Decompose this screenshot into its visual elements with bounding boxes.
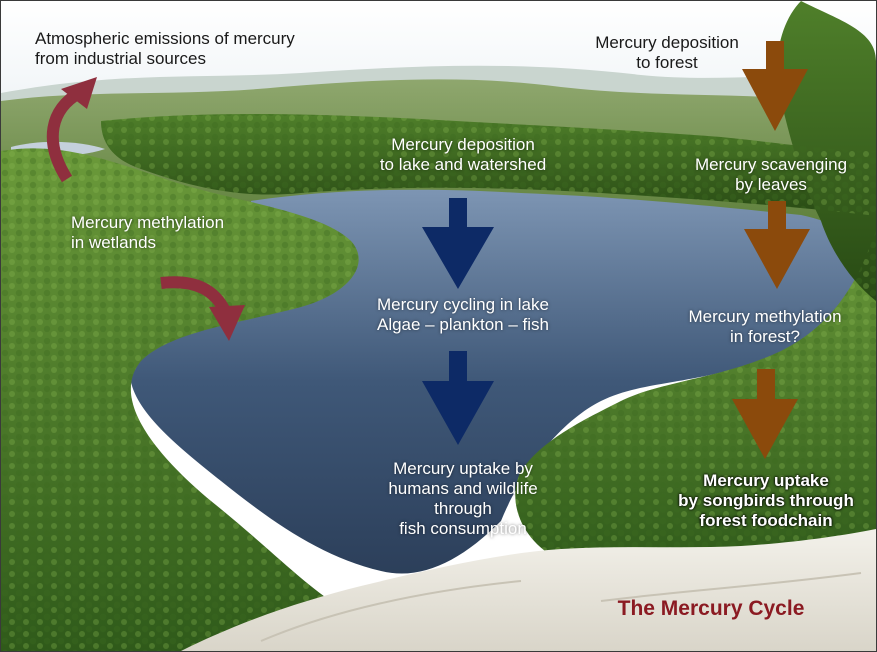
wetland-methylation-label: Mercury methylation in wetlands: [71, 213, 225, 252]
leaf-scavenging-label: Mercury scavenging by leaves: [694, 155, 848, 194]
human-uptake-label: Mercury uptake by humans and wildlife th…: [388, 459, 538, 538]
down-arrow-icon: [422, 198, 494, 289]
songbird-uptake-label: Mercury uptake by songbirds through fore…: [678, 471, 854, 530]
atmospheric-emissions-label: Atmospheric emissions of mercury from in…: [35, 29, 295, 68]
forest-deposition-label: Mercury deposition to forest: [595, 33, 739, 72]
lake-cycling-label: Mercury cycling in lake Algae – plankton…: [376, 295, 549, 334]
forest-methylation-label: Mercury methylation in forest?: [688, 307, 842, 346]
wetland-curved-arrow: [160, 276, 231, 314]
down-arrow-icon: [732, 369, 798, 459]
wetland-arrowhead: [209, 305, 245, 341]
lake-deposition-label: Mercury deposition to lake and watershed: [379, 135, 547, 174]
down-arrow-icon: [742, 41, 808, 131]
emission-curved-arrow: [46, 87, 83, 183]
down-arrow-icon: [744, 201, 810, 289]
emission-arrowhead: [61, 77, 97, 109]
figure-title: The Mercury Cycle: [617, 597, 805, 620]
down-arrow-icon: [422, 351, 494, 445]
